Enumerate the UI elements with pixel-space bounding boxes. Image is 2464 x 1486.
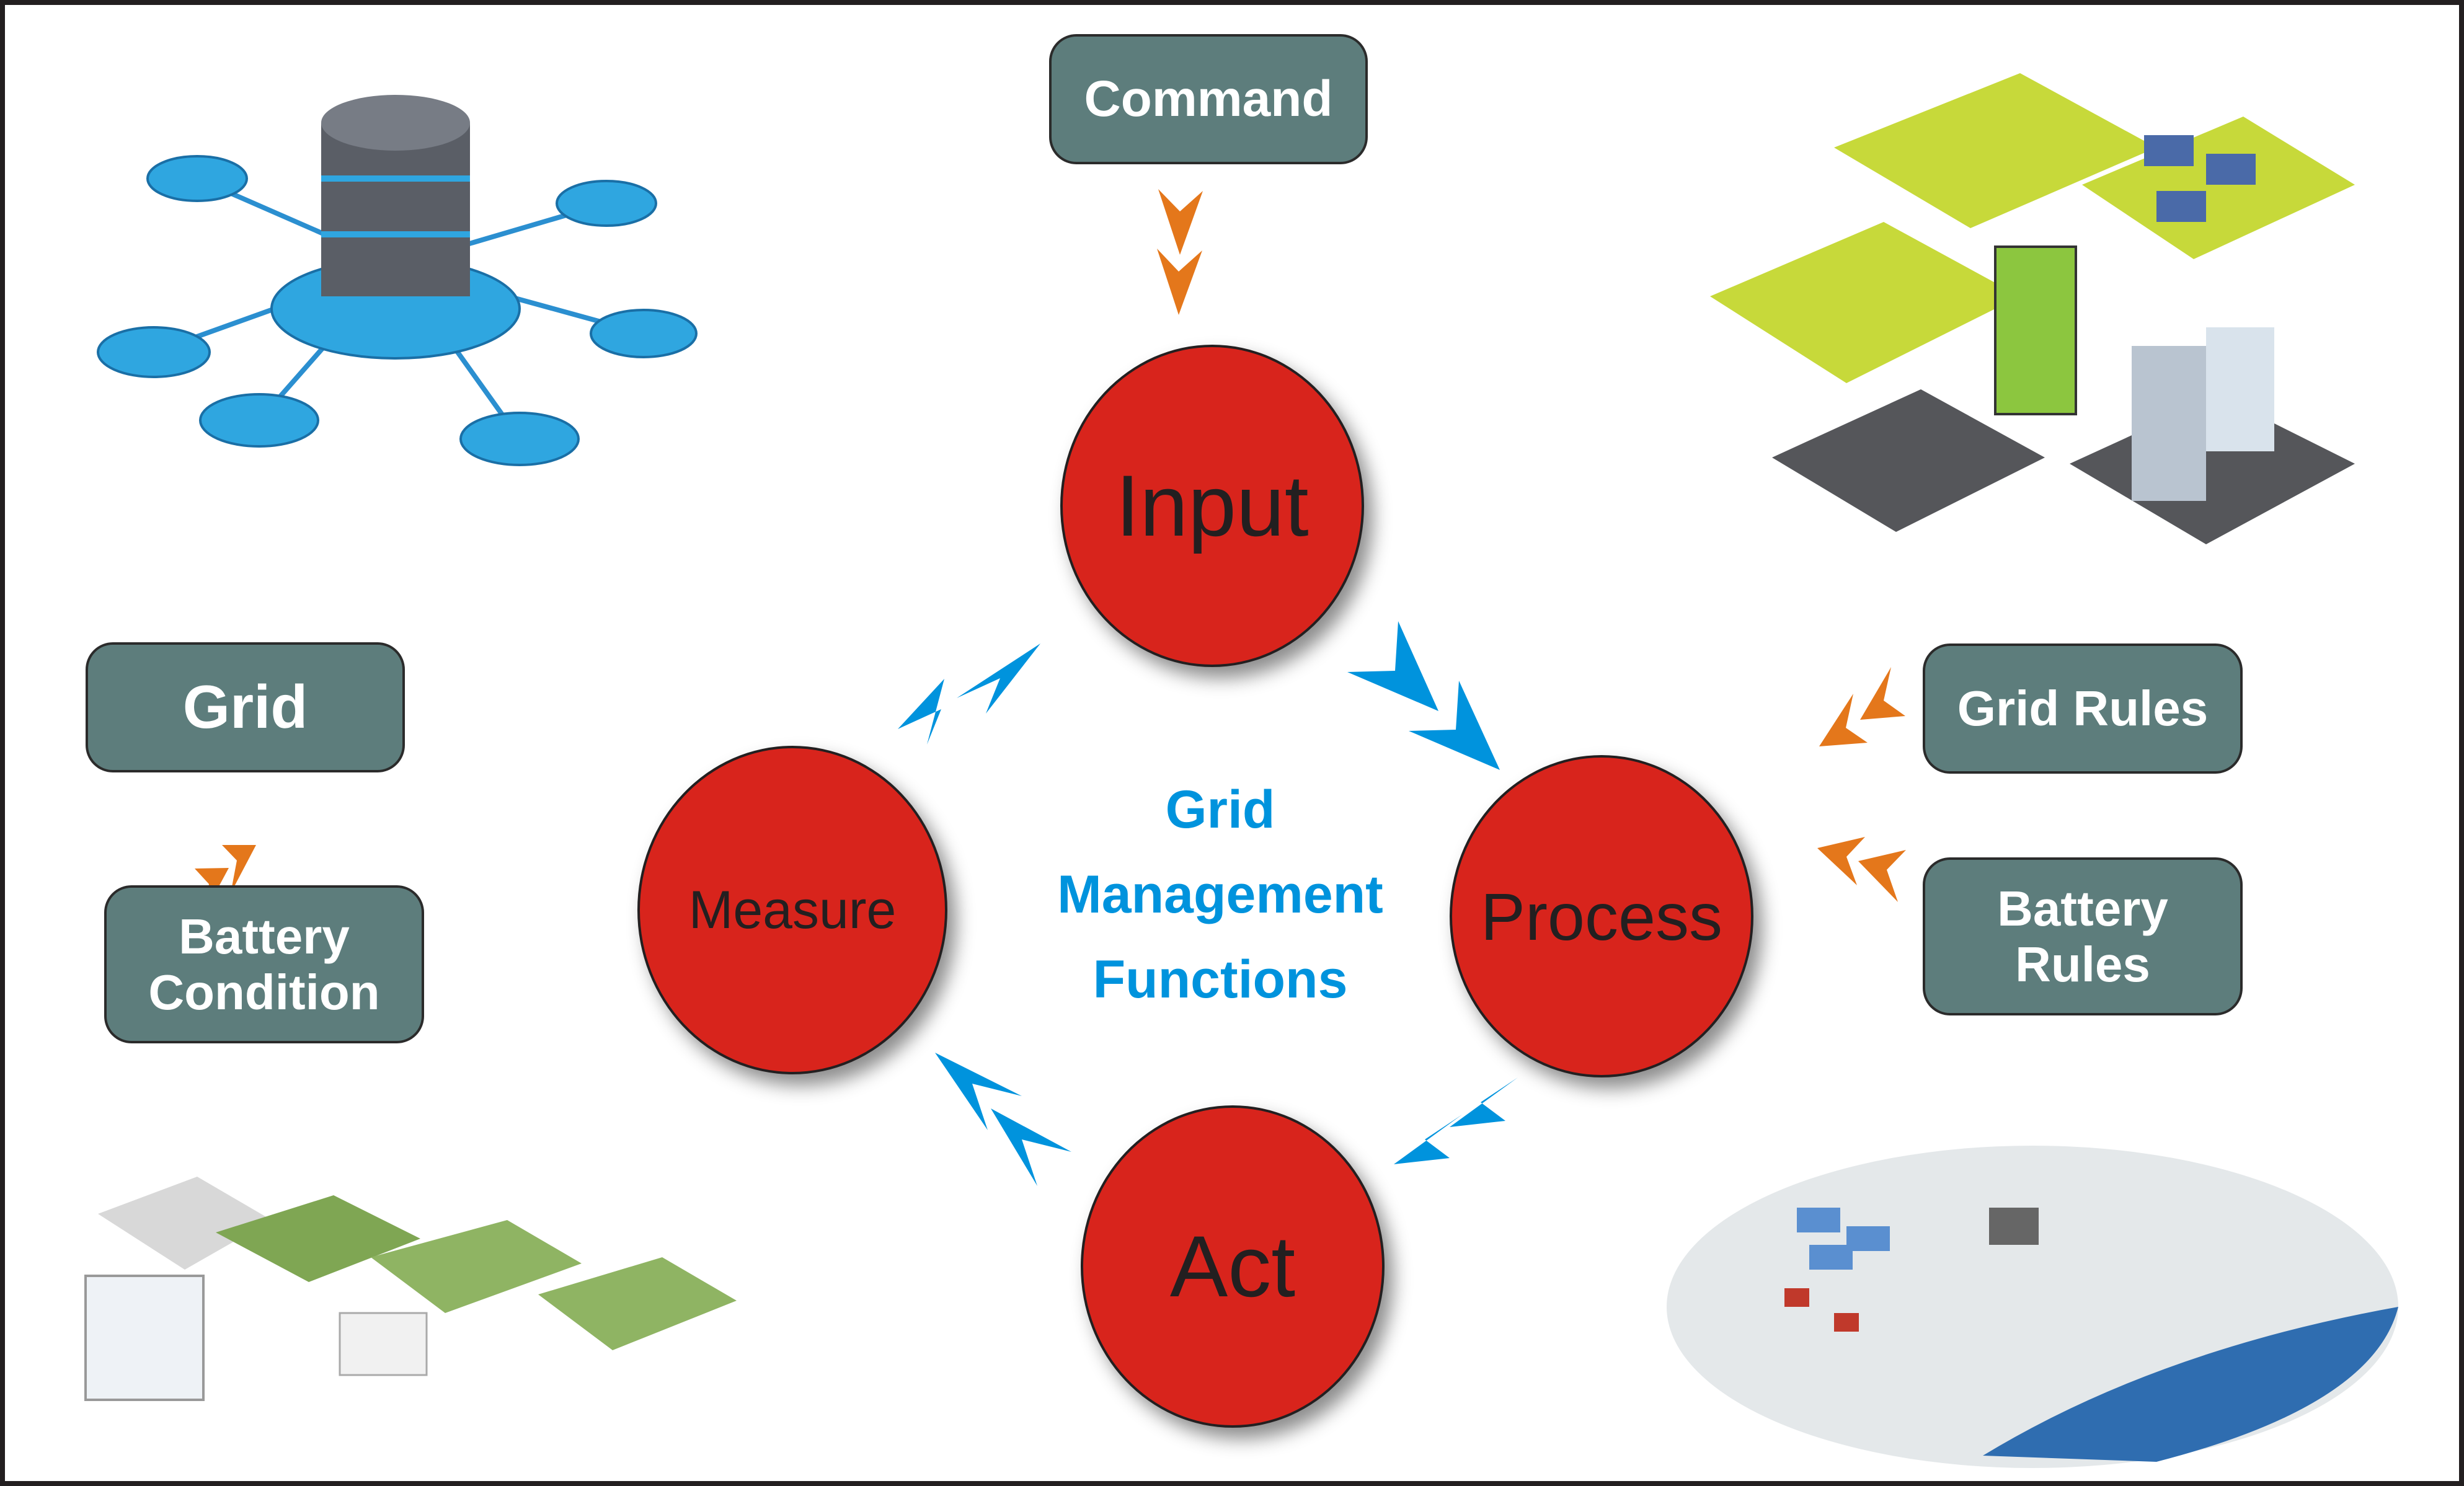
smart-city-energy-icon [1710, 73, 2355, 544]
center-title-line1: Grid [1165, 780, 1275, 839]
arrow-command-to-input-2 [1157, 249, 1202, 315]
arrow-batteryrules-to-process-1 [1817, 837, 1865, 885]
input-node: Input [1060, 345, 1364, 667]
act-node: Act [1081, 1105, 1385, 1428]
grid-box: Grid [86, 642, 405, 772]
arrow-input-to-process-2 [1409, 681, 1500, 770]
battery-rules-label-line1: Battery [1997, 880, 2168, 936]
arrow-input-to-process-1 [1347, 621, 1438, 711]
battery-rules-label-line2: Rules [2015, 936, 2150, 992]
command-label: Command [1084, 71, 1333, 128]
process-node-label: Process [1480, 878, 1723, 954]
arrow-act-to-measure-2 [935, 1053, 1022, 1130]
measure-node: Measure [637, 746, 947, 1074]
arrow-gridrules-to-process-1 [1860, 667, 1905, 720]
input-node-label: Input [1115, 457, 1309, 554]
arrow-measure-to-input-2 [957, 643, 1040, 714]
arrow-command-to-input-1 [1158, 189, 1203, 255]
act-node-label: Act [1169, 1218, 1296, 1315]
measure-node-label: Measure [688, 880, 897, 940]
arrow-battery-to-measure-2 [222, 845, 256, 893]
grid-rules-box: Grid Rules [1923, 643, 2243, 774]
battery-condition-label-line1: Battery [179, 908, 350, 964]
database-network-icon [97, 95, 698, 466]
arrow-gridrules-to-process-2 [1819, 694, 1868, 746]
center-title: Grid Management Functions [985, 767, 1456, 1022]
grid-label: Grid [182, 673, 308, 741]
center-title-line2: Management [1057, 865, 1383, 924]
process-node: Process [1450, 755, 1753, 1077]
microgrid-island-icon [1667, 1146, 2398, 1468]
command-box: Command [1049, 34, 1368, 164]
battery-condition-box: Battery Condition [104, 885, 424, 1043]
center-title-line3: Functions [1092, 950, 1348, 1009]
arrow-batteryrules-to-process-2 [1858, 850, 1906, 902]
arrow-measure-to-input-1 [898, 679, 944, 745]
arrow-act-to-measure-1 [991, 1108, 1071, 1186]
arrow-process-to-act-2 [1394, 1115, 1462, 1164]
distribution-grid-icon [84, 1177, 737, 1401]
battery-rules-box: Battery Rules [1923, 857, 2243, 1015]
grid-rules-label: Grid Rules [1957, 681, 2209, 736]
battery-condition-label-line2: Condition [148, 964, 380, 1020]
arrow-process-to-act-1 [1450, 1077, 1518, 1127]
